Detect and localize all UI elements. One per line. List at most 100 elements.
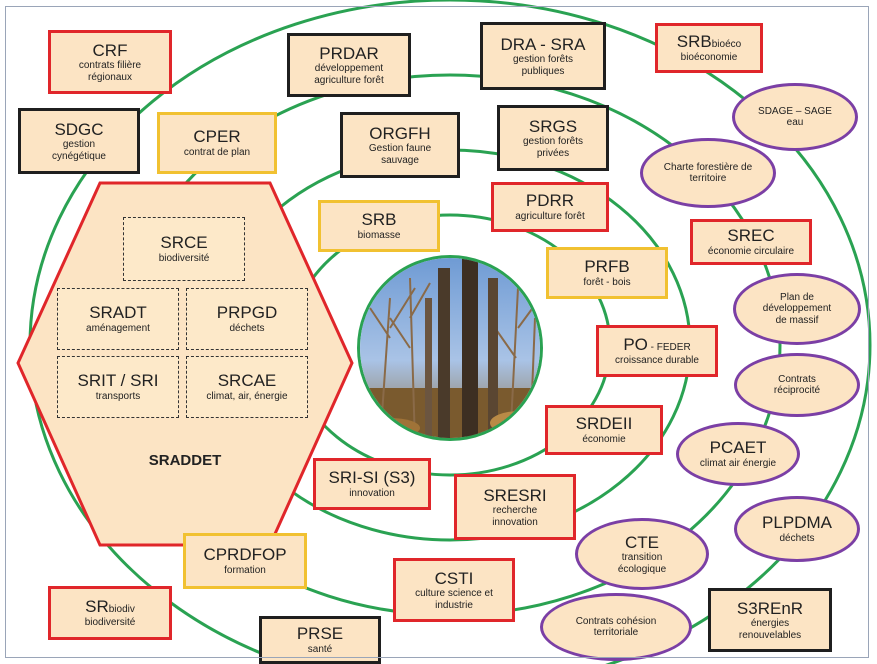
orgfh-box: ORGFH Gestion faune sauvage (340, 112, 460, 178)
pcaet-oval: PCAET climat air énergie (676, 422, 800, 486)
plan-massif-oval: Plan de développement de massif (733, 273, 861, 345)
srce-sub: biodiversité (158, 253, 210, 265)
charte-title: Charte forestière de territoire (663, 161, 753, 185)
sresri-box: SRESRI recherche innovation (454, 474, 576, 540)
s3renr-sub: énergies renouvelables (738, 618, 802, 641)
sr-biodiv-suffix: biodiv (108, 604, 135, 616)
prfb-sub: forêt - bois (583, 277, 631, 289)
dra-title: DRA - SRA (500, 34, 586, 54)
srb-bio-title: SRB (676, 32, 712, 52)
srb-bio-suffix: bioéco (711, 39, 742, 51)
prpgd-sub: déchets (229, 323, 265, 335)
cper-box: CPER contrat de plan (157, 112, 277, 174)
cte-sub: transition écologique (617, 552, 667, 575)
cprdfop-box: CPRDFOP formation (183, 533, 307, 589)
prdar-box: PRDAR développement agriculture forêt (287, 33, 411, 97)
cprdfop-sub: formation (224, 565, 266, 577)
sr-biodiv-box: SRbiodiv biodiversité (48, 586, 172, 640)
sdgc-box: SDGC gestion cynégétique (18, 108, 140, 174)
s3renr-box: S3REnR énergies renouvelables (708, 588, 832, 652)
srgs-sub: gestion forêts privées (522, 136, 584, 159)
cper-sub: contrat de plan (183, 147, 251, 159)
prfb-title: PRFB (584, 257, 630, 277)
po-title: PO (623, 335, 648, 355)
cprdfop-title: CPRDFOP (203, 545, 287, 565)
prpgd-title: PRPGD (216, 303, 278, 323)
pdrr-title: PDRR (525, 191, 575, 211)
cte-oval: CTE transition écologique (575, 518, 709, 590)
srcae-sub: climat, air, énergie (206, 391, 288, 403)
sdage-sub: eau (786, 117, 804, 128)
orgfh-sub: Gestion faune sauvage (368, 143, 432, 166)
crf-sub: contrats filière régionaux (78, 60, 142, 83)
po-title-row: PO - FEDER (623, 335, 690, 355)
prse-box: PRSE santé (259, 616, 381, 664)
prdar-title: PRDAR (319, 43, 379, 63)
plpdma-oval: PLPDMA déchets (734, 496, 860, 562)
srgs-title: SRGS (528, 116, 578, 136)
sradt-sub: aménagement (86, 323, 150, 335)
srit-title: SRIT / SRI (77, 371, 159, 391)
po-sub: croissance durable (615, 355, 699, 367)
prpgd-box: PRPGD déchets (186, 288, 308, 350)
srb-sub: biomasse (357, 230, 401, 242)
srec-box: SREC économie circulaire (690, 219, 812, 265)
sradt-box: SRADT aménagement (57, 288, 179, 350)
sr-biodiv-title-row: SRbiodiv (85, 597, 135, 617)
srcae-box: SRCAE climat, air, énergie (186, 356, 308, 418)
contrats-cohesion-oval: Contrats cohésion territoriale (540, 593, 692, 661)
crf-title: CRF (92, 40, 128, 60)
srec-title: SREC (727, 226, 775, 246)
srit-sub: transports (95, 391, 141, 403)
sresri-sub: recherche innovation (492, 505, 538, 528)
srdeii-sub: économie (582, 434, 626, 446)
po-box: PO - FEDER croissance durable (596, 325, 718, 377)
srcae-title: SRCAE (217, 371, 277, 391)
srb-bio-title-row: SRBbioéco (677, 32, 741, 52)
srisi-sub: innovation (349, 488, 395, 500)
csti-sub: culture science et industrie (415, 588, 493, 611)
plpdma-title: PLPDMA (762, 513, 832, 533)
pcaet-title: PCAET (709, 438, 767, 458)
srec-sub: économie circulaire (707, 246, 795, 258)
contrats-recip-oval: Contrats réciprocité (734, 353, 860, 417)
srce-box: SRCE biodiversité (123, 217, 245, 281)
cte-title: CTE (625, 532, 659, 552)
dra-box: DRA - SRA gestion forêts publiques (480, 22, 606, 90)
sradt-title: SRADT (89, 303, 147, 323)
srb-bio-box: SRBbioéco bioéconomie (655, 23, 763, 73)
sdgc-sub: gestion cynégétique (52, 139, 106, 162)
srce-title: SRCE (160, 233, 208, 253)
crf-box: CRF contrats filière régionaux (48, 30, 172, 94)
srisi-title: SRI-SI (S3) (328, 468, 416, 488)
prfb-box: PRFB forêt - bois (546, 247, 668, 299)
srb-bio-sub: bioéconomie (680, 52, 738, 64)
sr-biodiv-title: SR (85, 597, 109, 617)
csti-title: CSTI (434, 568, 474, 588)
sdage-oval: SDAGE – SAGE eau (732, 83, 858, 151)
prse-sub: santé (307, 644, 333, 656)
srit-box: SRIT / SRI transports (57, 356, 179, 418)
csti-box: CSTI culture science et industrie (393, 558, 515, 622)
dra-sub: gestion forêts publiques (512, 54, 574, 77)
contrats-recip-title: Contrats réciprocité (773, 373, 821, 397)
pcaet-sub: climat air énergie (699, 458, 777, 470)
prse-title: PRSE (296, 624, 344, 644)
srdeii-box: SRDEII économie (545, 405, 663, 455)
sdage-title: SDAGE – SAGE (758, 105, 832, 117)
sdgc-title: SDGC (54, 119, 104, 139)
cper-title: CPER (193, 127, 241, 147)
pdrr-sub: agriculture forêt (515, 211, 585, 223)
sraddet-title: SRADDET (148, 452, 222, 469)
contrats-cohesion-title: Contrats cohésion territoriale (575, 615, 657, 639)
srb-box: SRB biomasse (318, 200, 440, 252)
srisi-box: SRI-SI (S3) innovation (313, 458, 431, 510)
plpdma-sub: déchets (779, 533, 815, 545)
sr-biodiv-sub: biodiversité (84, 617, 136, 629)
charte-oval: Charte forestière de territoire (640, 138, 776, 208)
srb-title: SRB (361, 210, 397, 230)
prdar-sub: développement agriculture forêt (314, 63, 384, 86)
po-suffix: - FEDER (647, 342, 691, 354)
forest-photo (357, 255, 543, 441)
